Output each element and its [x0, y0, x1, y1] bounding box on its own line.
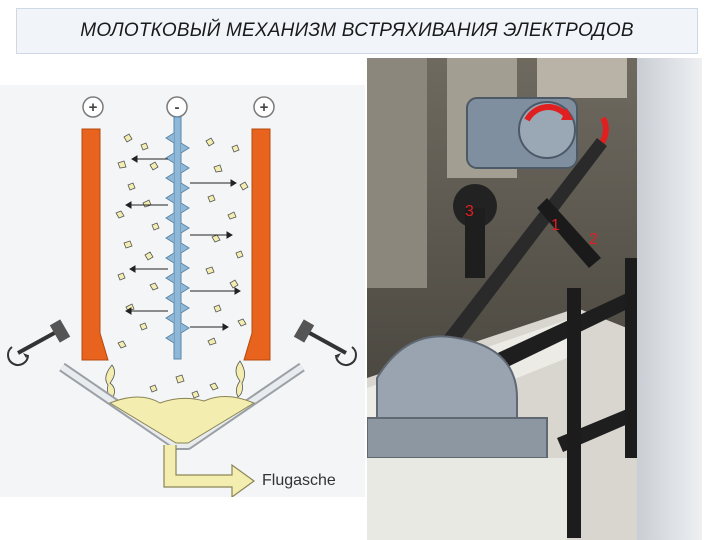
discharge-electrode	[165, 116, 190, 360]
hammer-icon-right	[293, 319, 357, 366]
marker-3: 3	[465, 203, 474, 220]
polarity-right-label: +	[260, 99, 269, 116]
slide-title: МОЛОТКОВЫЙ МЕХАНИЗМ ВСТРЯХИВАНИЯ ЭЛЕКТРО…	[80, 20, 634, 41]
polarity-center-label: -	[175, 99, 180, 116]
precipitator-diagram: + - +	[0, 85, 365, 497]
falling-dust	[105, 360, 245, 400]
ash-hopper	[59, 362, 305, 450]
rotation-arrow-icon-right	[335, 346, 357, 366]
hammer-icon-left	[7, 319, 71, 366]
marker-1: 1	[551, 217, 560, 234]
ion-migration-arrows	[125, 155, 241, 331]
polarity-left-label: +	[89, 99, 98, 116]
polarity-left-marker: +	[82, 96, 104, 118]
marker-2: 2	[589, 231, 598, 248]
collecting-electrode-left	[81, 128, 109, 361]
rotation-arrow-icon-left	[7, 346, 29, 366]
mechanism-photo: 3 1 2	[367, 58, 702, 540]
rotation-arrow-icon	[524, 104, 570, 122]
collecting-electrode-right	[243, 128, 271, 361]
polarity-right-marker: +	[253, 96, 275, 118]
title-bar: МОЛОТКОВЫЙ МЕХАНИЗМ ВСТРЯХИВАНИЯ ЭЛЕКТРО…	[16, 8, 698, 54]
outlet-arrow-icon	[163, 445, 256, 497]
polarity-center-marker: -	[166, 96, 188, 118]
mechanism-photo-illustration: 3 1 2	[367, 58, 702, 540]
outlet-label: Flugasche	[262, 472, 336, 489]
collected-ash	[108, 396, 256, 444]
